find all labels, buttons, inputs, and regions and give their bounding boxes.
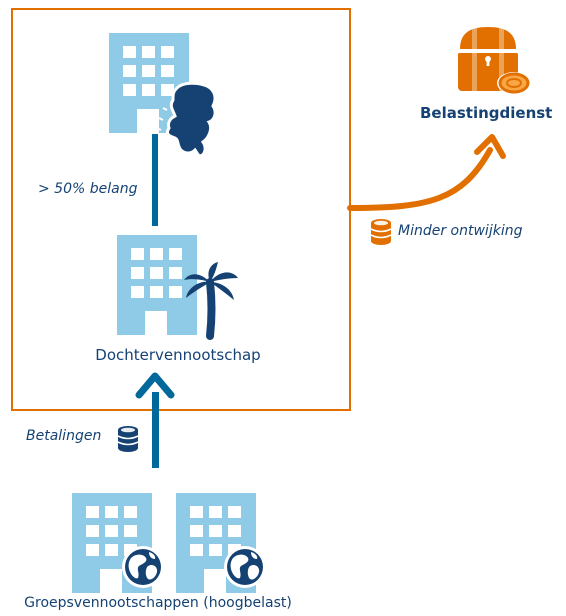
palm-tree-icon [184,262,238,340]
tax-arrow [347,134,506,211]
tax-authority-label: Belastingdienst [420,104,553,122]
subsidiary-building-icon [117,235,197,335]
coin-stack-icon [117,425,139,453]
coin-stack-icon [370,218,392,246]
netherlands-map-icon [156,81,217,158]
coin-icon [497,72,531,94]
subsidiary-label: Dochtervennootschap [95,346,261,364]
ownership-label: > 50% belang [38,181,138,197]
payments-arrow [135,372,175,468]
group-companies-label: Groepsvennootschappen (hoogbelast) [24,595,292,611]
payments-label: Betalingen [26,428,102,444]
ownership-line [152,134,158,226]
globe-icon [224,546,266,588]
less-avoidance-label: Minder ontwijking [398,223,523,239]
globe-icon [122,546,164,588]
